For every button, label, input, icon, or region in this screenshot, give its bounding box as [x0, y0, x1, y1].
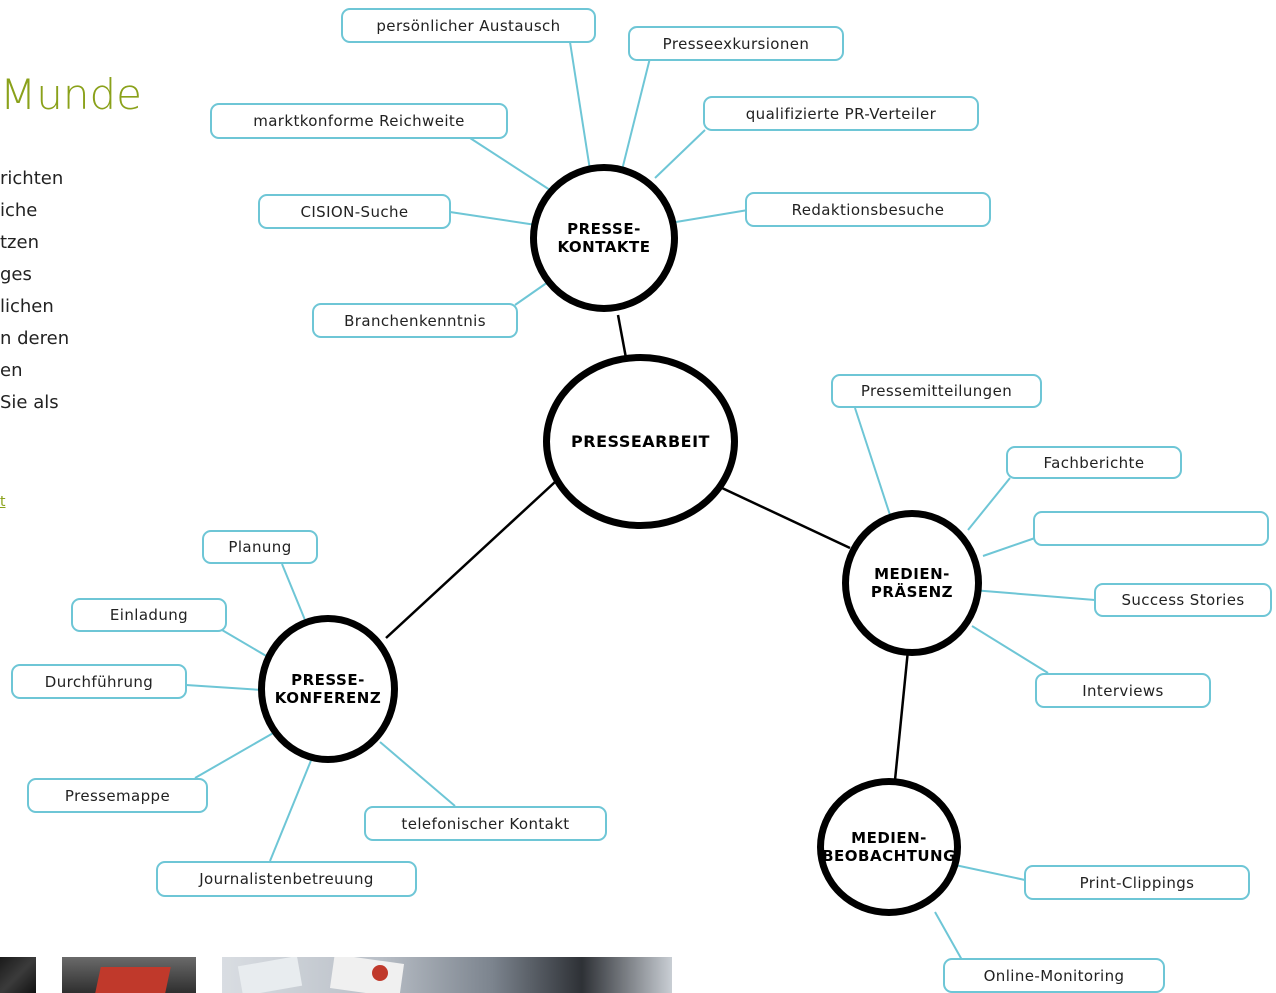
item-interviews[interactable]: Interviews: [1035, 673, 1211, 708]
item-persoenlicher-austausch[interactable]: persönlicher Austausch: [341, 8, 596, 43]
hub-connectors: [385, 314, 910, 781]
item-print-clippings[interactable]: Print-Clippings: [1024, 865, 1250, 900]
article-line: ges: [0, 264, 32, 285]
node-label: MEDIEN- PRÄSENZ: [870, 565, 954, 601]
connector-einladung: [221, 629, 269, 658]
read-more-link[interactable]: t: [0, 494, 6, 510]
article-line: en: [0, 360, 23, 381]
connector-kontakte-center: [616, 314, 628, 359]
connector-reichweite: [469, 137, 551, 191]
thumbnail-detail: [237, 957, 303, 993]
item-marktkonforme-reichweite[interactable]: marktkonforme Reichweite: [210, 103, 508, 139]
node-medienpraesenz[interactable]: MEDIEN- PRÄSENZ: [842, 510, 982, 656]
connector-print: [954, 864, 1026, 881]
item-telefonischer-kontakt[interactable]: telefonischer Kontakt: [364, 806, 607, 841]
connector-fachberichte: [967, 477, 1011, 531]
article-line: tzen: [0, 232, 39, 253]
item-presseexkursionen[interactable]: Presseexkursionen: [628, 26, 844, 61]
connector-durchfuehrung: [185, 684, 263, 691]
node-label: PRESSE- KONTAKTE: [557, 220, 651, 256]
article-line: lichen: [0, 296, 54, 317]
page-heading: Munde: [0, 70, 142, 119]
item-anwenderberichte[interactable]: [1033, 511, 1269, 546]
connector-center-konferenz: [385, 469, 569, 639]
connector-exkursionen: [621, 57, 651, 171]
connector-austausch: [569, 41, 591, 171]
connector-center-praesenz: [721, 486, 851, 550]
connector-interviews: [971, 625, 1049, 674]
item-durchfuehrung[interactable]: Durchführung: [11, 664, 187, 699]
thumbnail-image[interactable]: [222, 957, 672, 993]
connector-verteiler: [654, 129, 706, 179]
node-medienbeobachtung[interactable]: MEDIEN- BEOBACHTUNG: [817, 778, 961, 916]
connector-telefon: [379, 741, 456, 807]
connector-journalisten: [269, 757, 313, 862]
connector-cision: [449, 211, 537, 226]
connector-besuche: [675, 209, 749, 223]
connector-mitteilungen: [854, 407, 891, 516]
node-label: PRESSEARBEIT: [571, 431, 710, 451]
item-journalistenbetreuung[interactable]: Journalistenbetreuung: [156, 861, 417, 897]
item-branchenkenntnis[interactable]: Branchenkenntnis: [312, 303, 518, 338]
connector-anwender: [982, 537, 1036, 557]
connector-planung: [281, 563, 306, 621]
node-label: PRESSE- KONFERENZ: [274, 671, 382, 707]
item-connectors: [185, 41, 1096, 961]
article-line: richten: [0, 168, 64, 189]
node-label: MEDIEN- BEOBACHTUNG: [822, 829, 956, 865]
thumbnail-detail: [372, 965, 388, 981]
connector-praesenz-beobachtung: [893, 649, 910, 781]
article-line: Sie als: [0, 392, 59, 413]
thumbnail-image[interactable]: [62, 957, 196, 993]
item-pressemitteilungen[interactable]: Pressemitteilungen: [831, 374, 1042, 408]
article-line: iche: [0, 200, 38, 221]
article-line: n deren: [0, 328, 70, 349]
item-cision-suche[interactable]: CISION-Suche: [258, 194, 451, 229]
connector-online: [934, 911, 963, 961]
node-pressekontakte[interactable]: PRESSE- KONTAKTE: [530, 164, 678, 312]
item-planung[interactable]: Planung: [202, 530, 318, 564]
connector-success: [971, 589, 1096, 601]
item-redaktionsbesuche[interactable]: Redaktionsbesuche: [745, 192, 991, 227]
item-fachberichte[interactable]: Fachberichte: [1006, 446, 1182, 479]
thumbnail-detail: [95, 967, 171, 993]
thumbnail-detail: [329, 957, 405, 993]
item-einladung[interactable]: Einladung: [71, 598, 227, 632]
connector-branche: [514, 281, 549, 306]
connector-pressemappe: [194, 731, 276, 779]
thumbnail-image[interactable]: [0, 957, 36, 993]
node-pressearbeit[interactable]: PRESSEARBEIT: [543, 354, 738, 529]
item-success-stories[interactable]: Success Stories: [1094, 583, 1272, 617]
item-online-monitoring[interactable]: Online-Monitoring: [943, 958, 1165, 993]
item-pressemappe[interactable]: Pressemappe: [27, 778, 208, 813]
node-pressekonferenz[interactable]: PRESSE- KONFERENZ: [258, 615, 398, 763]
item-pr-verteiler[interactable]: qualifizierte PR-Verteiler: [703, 96, 979, 131]
